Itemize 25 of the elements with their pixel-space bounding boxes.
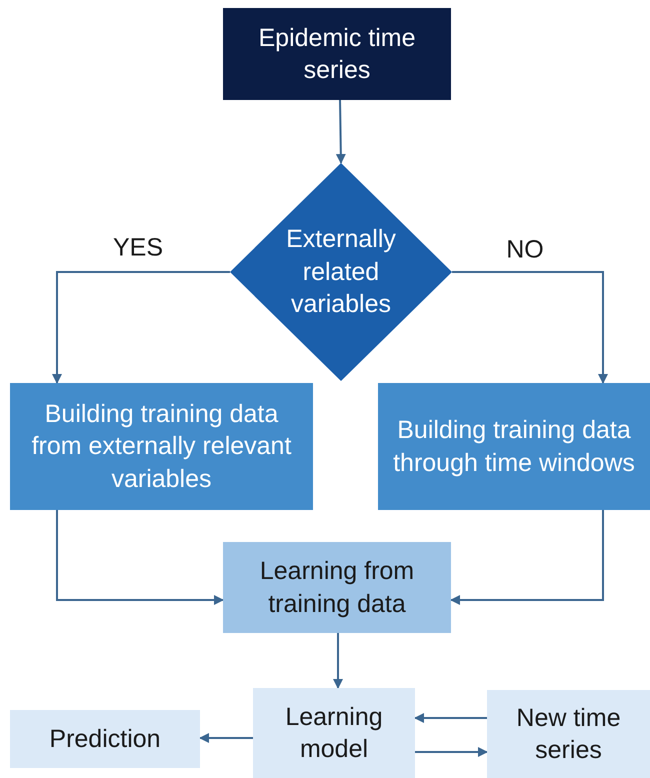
arrow bbox=[336, 100, 346, 164]
arrow bbox=[450, 510, 604, 605]
process-box bbox=[487, 690, 650, 778]
process-box bbox=[223, 8, 451, 100]
arrow bbox=[333, 633, 343, 689]
process-box bbox=[10, 383, 313, 510]
arrow bbox=[56, 510, 224, 605]
arrow bbox=[52, 271, 230, 384]
process-box bbox=[223, 542, 451, 633]
decision-diamond bbox=[230, 163, 452, 381]
node-label: New time series bbox=[515, 702, 622, 766]
node-label: Learning from training data bbox=[258, 556, 416, 620]
node-label: Epidemic time series bbox=[258, 22, 416, 86]
node-label: Externally related variables bbox=[285, 224, 397, 320]
node-label: Building training data through time windows bbox=[392, 415, 636, 478]
node-label: Building training data from externally relevant variables bbox=[30, 398, 292, 495]
arrow bbox=[452, 271, 608, 384]
process-box bbox=[10, 710, 200, 768]
arrow bbox=[415, 747, 488, 757]
node-label: Prediction bbox=[49, 724, 161, 755]
arrow bbox=[199, 733, 253, 743]
process-box bbox=[378, 383, 650, 510]
process-box bbox=[253, 688, 415, 778]
node-label: Learning model bbox=[284, 702, 384, 765]
arrow bbox=[414, 713, 487, 723]
